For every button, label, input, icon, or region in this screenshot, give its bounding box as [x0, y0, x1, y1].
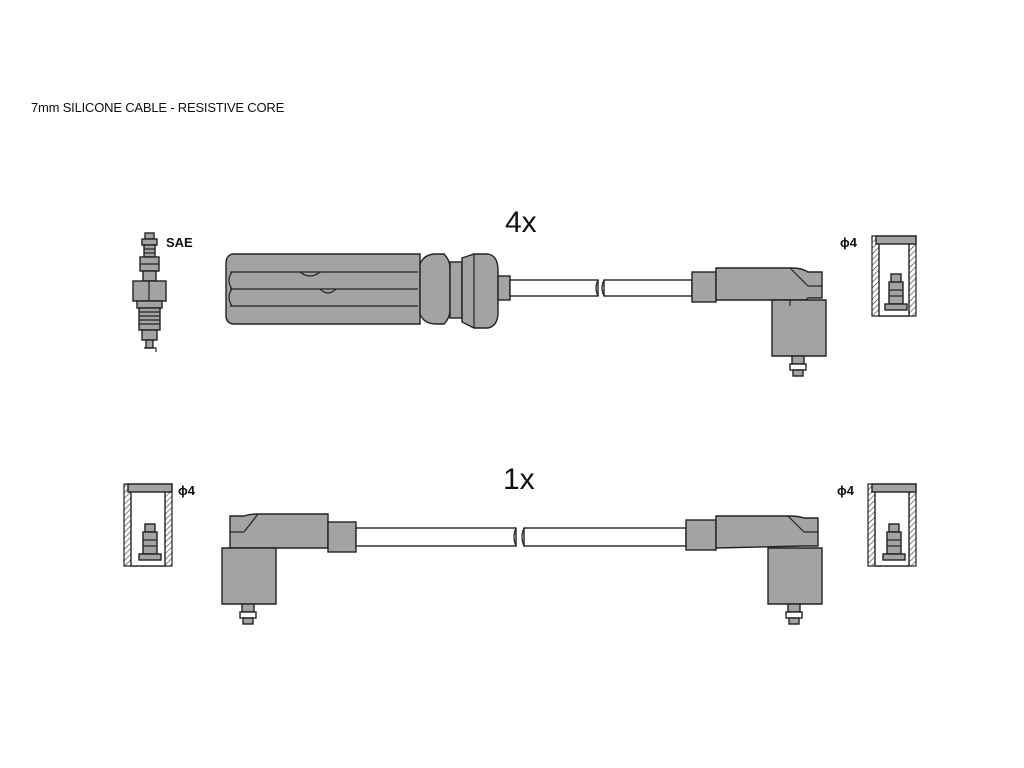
bottom-lead-right-boot	[685, 515, 823, 625]
spark-plug-type-label: SAE	[166, 235, 193, 250]
bottom-left-terminal-label: ϕ4	[178, 483, 195, 498]
bottom-lead-quantity: 1x	[503, 463, 535, 496]
top-lead-quantity: 4x	[505, 206, 537, 239]
top-lead-coil-boot	[691, 267, 827, 377]
top-right-terminal-label: ϕ4	[840, 235, 857, 250]
terminal-bottom-right-icon	[867, 483, 917, 567]
top-lead-cable	[509, 279, 693, 297]
bottom-right-terminal-label: ϕ4	[837, 483, 854, 498]
bottom-lead-left-boot	[221, 513, 357, 625]
top-lead-plug-boot	[225, 253, 511, 329]
terminal-bottom-left-icon	[123, 483, 173, 567]
terminal-top-right-icon	[871, 235, 917, 317]
bottom-lead-cable	[355, 527, 687, 547]
spark-plug-icon	[132, 232, 167, 352]
diagram-title: 7mm SILICONE CABLE - RESISTIVE CORE	[31, 100, 285, 115]
